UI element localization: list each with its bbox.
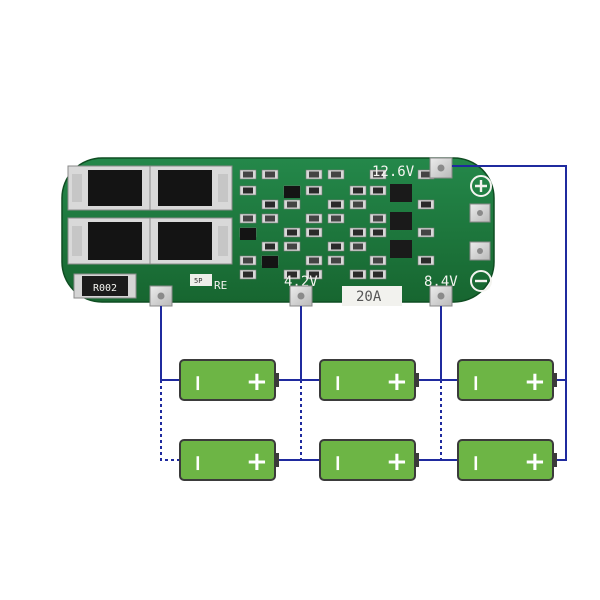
- resistor-code-label: R002: [93, 283, 117, 294]
- protection-ic-1: [390, 184, 412, 202]
- smd-component: [239, 169, 257, 180]
- mosfet-1: [67, 165, 151, 211]
- pad-b-minus[interactable]: [149, 285, 173, 307]
- smd-component: [369, 185, 387, 196]
- smd-component: [349, 199, 367, 210]
- battery-plus-terminal: +: [524, 367, 546, 397]
- battery-plus-terminal: +: [246, 447, 268, 477]
- battery-cell-4: −+: [179, 439, 279, 481]
- mosfet-2: [149, 165, 233, 211]
- battery-minus-terminal: −: [325, 454, 350, 472]
- smd-component: [369, 169, 387, 180]
- smd-component: [327, 241, 345, 252]
- smd-ic: [240, 228, 256, 240]
- smd-component: [369, 213, 387, 224]
- smd-component: [261, 199, 279, 210]
- label-12v6: 12.6V: [372, 164, 415, 180]
- smd-component-field: [239, 169, 435, 280]
- battery-minus-terminal: −: [463, 374, 488, 392]
- smd-component: [261, 241, 279, 252]
- smd-component: [305, 169, 323, 180]
- wiring: [160, 165, 567, 461]
- mosfet-3: [67, 217, 151, 265]
- battery-minus-terminal: −: [325, 374, 350, 392]
- minus-symbol-icon: [470, 270, 492, 292]
- smd-component: [283, 269, 301, 280]
- mosfet-4: [149, 217, 233, 265]
- smd-component: [261, 169, 279, 180]
- smd-component: [305, 185, 323, 196]
- smd-component: [369, 269, 387, 280]
- smd-component: [239, 185, 257, 196]
- battery-pack: −+−+−+−+−+−+: [179, 359, 557, 481]
- smd-component: [239, 269, 257, 280]
- battery-cell-6: −+: [457, 439, 557, 481]
- battery-plus-terminal: +: [386, 447, 408, 477]
- smd-component: [417, 199, 435, 210]
- plus-symbol-icon: [470, 175, 492, 197]
- wire-b-plus: [452, 165, 567, 381]
- battery-cell-2: −+: [319, 359, 419, 401]
- wire-b-minus: [160, 306, 180, 381]
- smd-component: [327, 255, 345, 266]
- small-label-5p: 5P: [190, 274, 212, 286]
- smd-component: [239, 255, 257, 266]
- smd-component: [349, 241, 367, 252]
- smd-component: [417, 227, 435, 238]
- protection-ic-array: [390, 184, 412, 258]
- smd-component: [327, 213, 345, 224]
- battery-cell-5: −+: [319, 439, 419, 481]
- smd-component: [369, 255, 387, 266]
- battery-plus-terminal: +: [246, 367, 268, 397]
- smd-component: [349, 269, 367, 280]
- pad-4v2[interactable]: [289, 285, 313, 307]
- pad-b-plus[interactable]: [429, 157, 453, 179]
- protection-ic-2: [390, 212, 412, 230]
- output-terminal-pads[interactable]: [469, 203, 491, 261]
- smd-component: [305, 213, 323, 224]
- wire-b-minus-dotted: [160, 380, 180, 461]
- smd-component: [369, 227, 387, 238]
- smd-component: [261, 213, 279, 224]
- battery-plus-terminal: +: [524, 447, 546, 477]
- capacity-label-box: 20A: [342, 286, 402, 306]
- battery-minus-terminal: −: [185, 454, 210, 472]
- smd-component: [283, 227, 301, 238]
- battery-minus-terminal: −: [463, 454, 488, 472]
- smd-component: [283, 241, 301, 252]
- pad-8v4[interactable]: [429, 285, 453, 307]
- smd-component: [305, 227, 323, 238]
- wire-b-plus-lower: [553, 380, 567, 461]
- battery-cell-3: −+: [457, 359, 557, 401]
- smd-component: [349, 185, 367, 196]
- smd-component: [305, 269, 323, 280]
- mosfet-array: [67, 165, 233, 265]
- smd-component: [327, 199, 345, 210]
- protection-ic-3: [390, 240, 412, 258]
- shunt-resistor: R002: [73, 273, 137, 299]
- pcb-board: R002 12.6V 4.2V 8.4V RE 20A 5P: [61, 157, 495, 307]
- smd-component: [239, 213, 257, 224]
- smd-ic: [262, 256, 278, 268]
- battery-plus-terminal: +: [386, 367, 408, 397]
- smd-ic: [284, 186, 300, 198]
- label-20a: 20A: [356, 289, 382, 305]
- battery-cell-1: −+: [179, 359, 279, 401]
- label-5p: 5P: [194, 277, 202, 285]
- smd-component: [349, 227, 367, 238]
- battery-minus-terminal: −: [185, 374, 210, 392]
- smd-component: [327, 169, 345, 180]
- smd-component: [305, 255, 323, 266]
- label-re: RE: [214, 279, 227, 292]
- smd-component: [417, 255, 435, 266]
- smd-component: [283, 199, 301, 210]
